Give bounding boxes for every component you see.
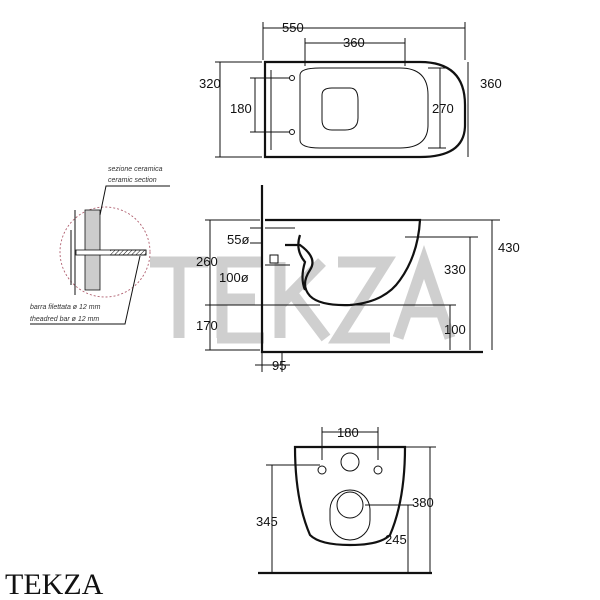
dim-95: 95 bbox=[272, 358, 286, 373]
side-view: 260 170 55ø 100ø 95 430 330 100 bbox=[196, 185, 520, 373]
dim-260: 260 bbox=[196, 254, 218, 269]
dim-245: 245 bbox=[385, 532, 407, 547]
label-ceramic-section-it: sezione ceramica bbox=[108, 166, 163, 173]
label-threaded-bar-it: barra filettata ø 12 mm bbox=[30, 304, 101, 311]
bowl-outline-top bbox=[263, 60, 467, 159]
dim-320: 320 bbox=[199, 76, 221, 91]
dim-270: 270 bbox=[432, 101, 454, 116]
label-threaded-bar-en: theadred bar ø 12 mm bbox=[30, 316, 99, 323]
fixing-hole bbox=[289, 75, 295, 81]
dim-345: 345 bbox=[256, 514, 278, 529]
fixing-detail: sezione ceramica ceramic section barra f… bbox=[30, 166, 170, 325]
bowl-profile bbox=[265, 218, 422, 307]
fixing-hole bbox=[289, 129, 295, 135]
front-view: 180 345 380 245 bbox=[256, 425, 436, 575]
top-view: 550 360 320 180 360 270 bbox=[199, 20, 502, 159]
watermark bbox=[150, 245, 456, 344]
dim-380: 380 bbox=[412, 495, 434, 510]
dim-55-dia: 55ø bbox=[227, 232, 249, 247]
front-bowl bbox=[293, 445, 407, 547]
dim-330: 330 bbox=[444, 262, 466, 277]
dim-360-top: 360 bbox=[343, 35, 365, 50]
dim-430: 430 bbox=[498, 240, 520, 255]
dim-100-dia: 100ø bbox=[219, 270, 249, 285]
bowl-opening bbox=[321, 87, 359, 131]
brand-logo: TEKZA bbox=[5, 568, 104, 600]
dim-180-top: 180 bbox=[230, 101, 252, 116]
seat-outline bbox=[299, 67, 429, 149]
label-ceramic-section-en: ceramic section bbox=[108, 177, 157, 184]
dim-180-front: 180 bbox=[337, 425, 359, 440]
dim-550: 550 bbox=[282, 20, 304, 35]
dim-100: 100 bbox=[444, 322, 466, 337]
dim-170: 170 bbox=[196, 318, 218, 333]
dim-360-right: 360 bbox=[480, 76, 502, 91]
